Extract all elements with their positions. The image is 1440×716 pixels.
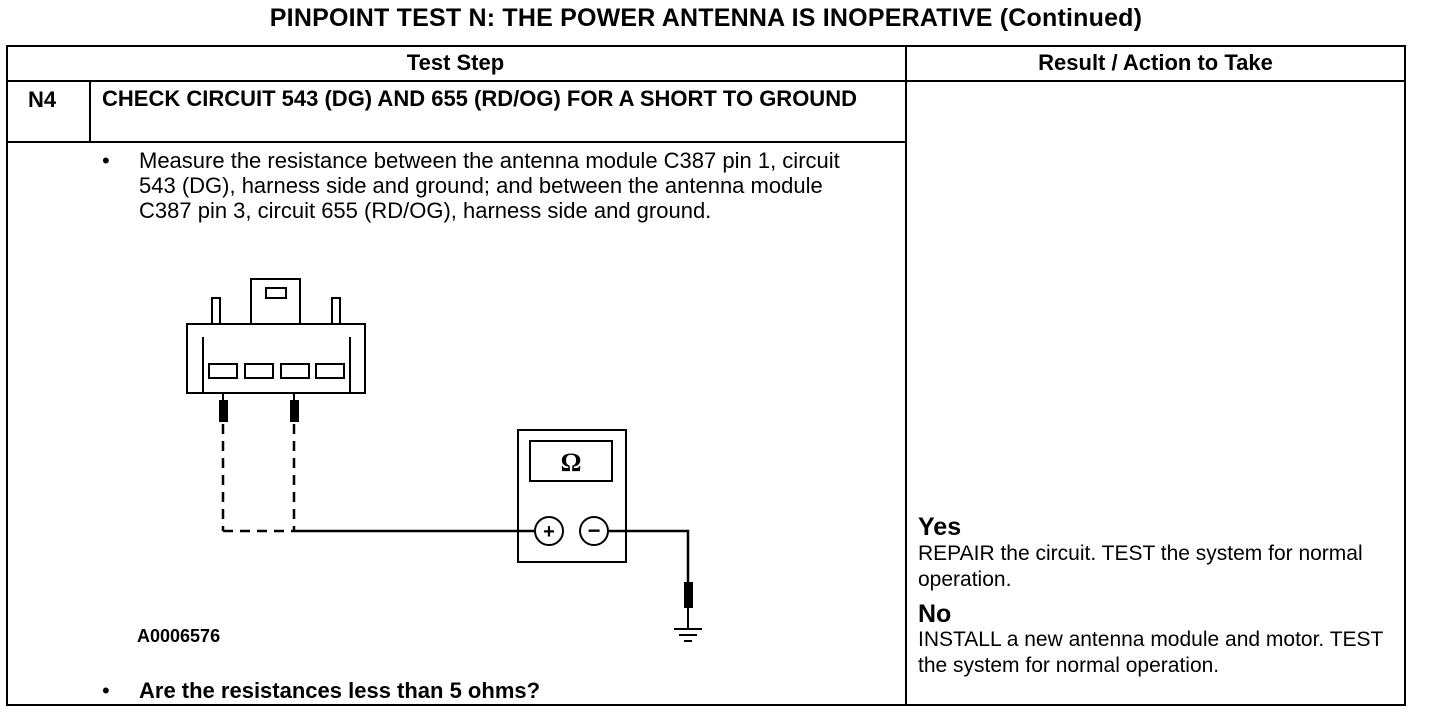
result-yes-text: REPAIR the circuit. TEST the system for … <box>918 542 1363 591</box>
ohm-symbol: Ω <box>561 448 582 477</box>
result-yes-label: Yes <box>918 513 962 541</box>
question-text: Are the resistances less than 5 ohms? <box>139 678 541 703</box>
minus-terminal: − <box>588 518 601 543</box>
bullet: • <box>102 678 110 703</box>
header-test-step: Test Step <box>406 50 505 75</box>
header-divider <box>6 80 1406 82</box>
page-title: PINPOINT TEST N: THE POWER ANTENNA IS IN… <box>269 4 1143 32</box>
dashed-leads <box>221 424 296 533</box>
test-table <box>6 45 1406 706</box>
header-result: Result / Action to Take <box>1038 50 1273 75</box>
probe-pin1 <box>219 393 228 422</box>
plus-terminal: + <box>543 521 555 543</box>
connector-c387 <box>186 278 366 394</box>
column-divider <box>905 45 907 706</box>
result-no-label: No <box>918 600 952 628</box>
result-no-text: INSTALL a new antenna module and motor. … <box>918 628 1383 677</box>
step-id: N4 <box>28 87 57 112</box>
bullet: • <box>102 148 110 173</box>
ground-icon <box>674 608 702 642</box>
step-title-divider <box>6 141 907 143</box>
negative-lead <box>608 529 690 582</box>
figure-id: A0006576 <box>137 626 221 646</box>
step-id-divider <box>89 80 91 142</box>
ground-probe <box>684 582 693 608</box>
probe-pin3 <box>290 393 299 422</box>
instruction-text: Measure the resistance between the anten… <box>139 148 840 223</box>
step-title: CHECK CIRCUIT 543 (DG) AND 655 (RD/OG) F… <box>102 86 857 111</box>
